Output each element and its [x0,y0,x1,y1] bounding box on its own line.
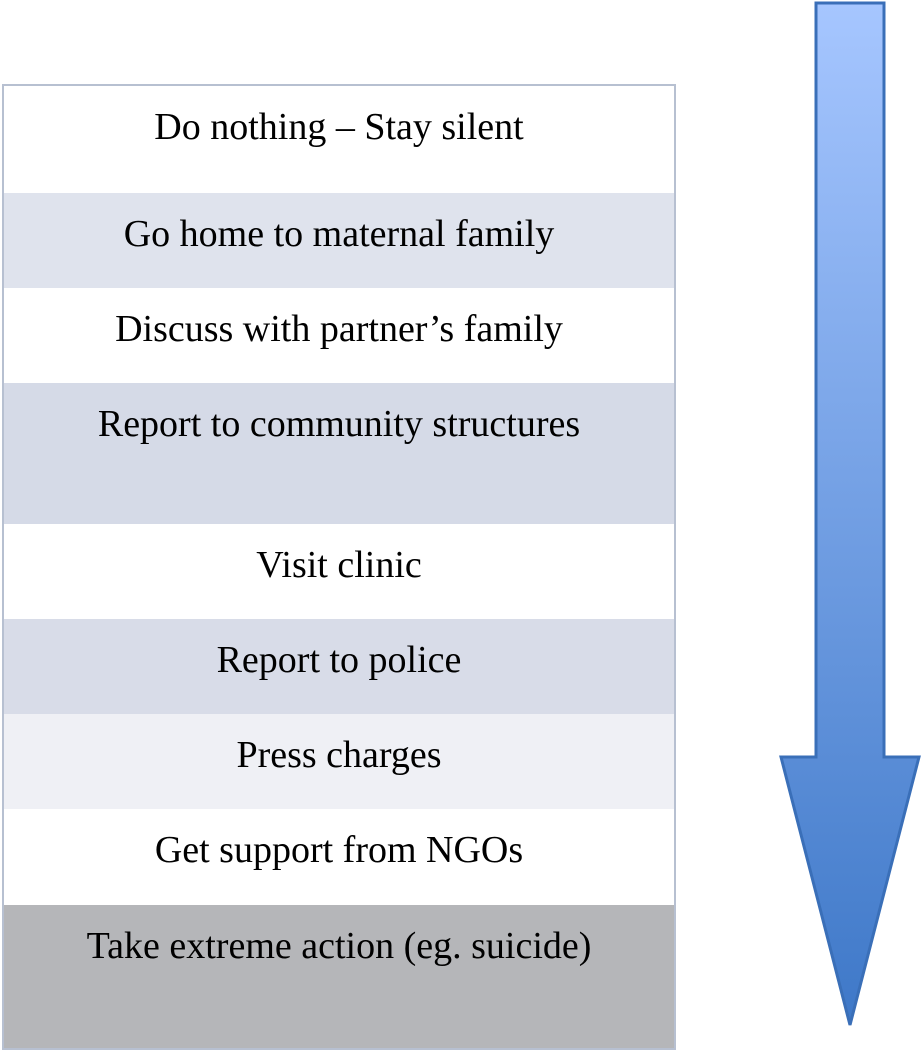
down-arrow-icon [779,1,921,1026]
response-options-list: Do nothing – Stay silent Go home to mate… [2,84,676,1050]
step-do-nothing: Do nothing – Stay silent [4,86,674,193]
step-maternal-family: Go home to maternal family [4,193,674,288]
step-label: Go home to maternal family [123,213,555,255]
step-label: Get support from NGOs [154,829,524,871]
step-extreme-action: Take extreme action (eg. suicide) [4,905,674,1048]
step-label: Visit clinic [256,544,422,586]
step-label: Discuss with partner’s family [115,308,563,350]
step-label: Take extreme action (eg. suicide) [86,925,592,967]
arrow-shape [779,1,921,1026]
step-partner-family: Discuss with partner’s family [4,288,674,383]
step-label: Report to community structures [97,403,581,445]
step-report-police: Report to police [4,619,674,714]
step-label: Report to police [216,639,462,681]
step-label: Press charges [236,734,442,776]
step-community-structures: Report to community structures [4,383,674,524]
step-press-charges: Press charges [4,714,674,809]
step-visit-clinic: Visit clinic [4,524,674,619]
step-ngo-support: Get support from NGOs [4,809,674,905]
step-label: Do nothing – Stay silent [154,106,524,148]
